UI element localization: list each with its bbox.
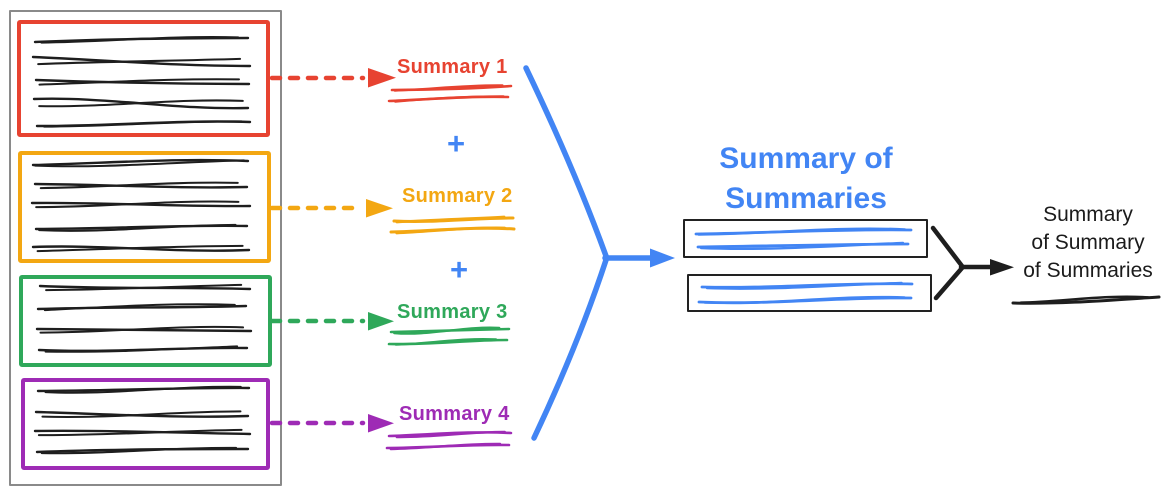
document-collection-frame (9, 10, 282, 486)
summary-of-summaries-title-line1: Summary of (719, 142, 893, 175)
document-box-2 (18, 151, 271, 263)
summary-4-label: Summary 4 (399, 403, 510, 425)
final-summary-label: Summary of Summary of Summaries (1002, 201, 1170, 285)
document-box-1 (17, 20, 270, 137)
arrow-doc2-to-summary2 (269, 199, 393, 218)
arrow-doc3-to-summary3 (269, 312, 394, 331)
document-box-4 (21, 378, 270, 470)
merge-arrow-blue (523, 65, 675, 441)
plus-operator-1: + (446, 126, 466, 161)
final-summary-line2: of Summary (1031, 231, 1145, 254)
arrow-doc1-to-summary1 (269, 68, 396, 88)
summary-3-label: Summary 3 (397, 301, 508, 323)
final-summary-line1: Summary (1043, 203, 1133, 226)
summary-of-summaries-title-line2: Summaries (725, 182, 887, 215)
arrow-doc4-to-summary4 (269, 414, 394, 433)
summary-of-summaries-title: Summary of Summaries (681, 139, 931, 219)
plus-operator-2: + (449, 252, 469, 287)
summary-2-label: Summary 2 (402, 185, 513, 207)
document-box-3 (19, 275, 272, 367)
summary-1-label: Summary 1 (397, 56, 508, 78)
summary-of-summaries-box-1 (683, 219, 928, 258)
summary-of-summaries-box-2 (687, 274, 932, 312)
final-summary-line3: of Summaries (1023, 259, 1153, 282)
